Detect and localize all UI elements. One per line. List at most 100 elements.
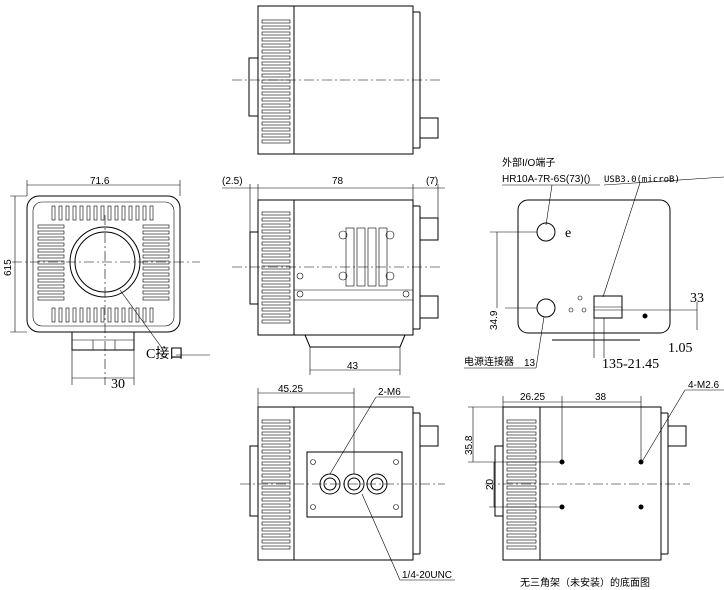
heatsink-fin: [37, 248, 65, 253]
dim-7: (7): [426, 176, 438, 187]
dim-13: 13: [524, 358, 536, 369]
heatsink-fin: [261, 49, 291, 54]
heatsink-fin: [86, 307, 91, 323]
heatsink-fin: [37, 224, 65, 229]
heatsink-fin: [72, 205, 77, 221]
heatsink-fin: [37, 296, 65, 301]
heatsink-fin: [142, 290, 170, 295]
heatsink-fin: [51, 205, 56, 221]
heatsink-fin: [261, 79, 291, 84]
heatsink-fin: [261, 229, 291, 234]
usb-label: USB3.0(microB): [604, 175, 680, 185]
heatsink-fin: [261, 533, 291, 538]
heatsink-fin: [506, 497, 537, 502]
heatsink-fin: [261, 479, 291, 484]
heatsink-fin: [261, 253, 291, 258]
dim-30: 30: [111, 377, 125, 392]
heatsink-fin: [506, 491, 537, 496]
heatsink-fin: [261, 497, 291, 502]
heatsink-fin: [261, 509, 291, 514]
heatsink-fin: [261, 211, 291, 216]
heatsink-fin: [261, 307, 291, 312]
heatsink-fin: [506, 449, 537, 454]
dim-2-5: (2.5): [222, 176, 243, 187]
heatsink-fin: [506, 431, 537, 436]
side-view-body: [257, 199, 414, 336]
heatsink-fin: [261, 473, 291, 478]
heatsink-fin: [506, 503, 537, 508]
heatsink-fin: [506, 509, 537, 514]
heatsink-fin: [261, 289, 291, 294]
heatsink-fin: [261, 97, 291, 102]
heatsink-fin: [506, 479, 537, 484]
heatsink-fin: [114, 205, 119, 221]
heatsink-fin: [261, 43, 291, 48]
heatsink-fin: [107, 307, 112, 323]
heatsink-fin: [149, 307, 154, 323]
thread-2-m6-label: 2-M6: [378, 387, 401, 398]
c-mount-label: C接口: [146, 345, 183, 362]
heatsink-fin: [261, 443, 291, 448]
tripod-thread-label: 1/4-20UNC: [402, 570, 452, 581]
heatsink-fin: [261, 91, 291, 96]
heatsink-fin: [93, 307, 98, 323]
heatsink-fin: [506, 539, 537, 544]
dim-43: 43: [347, 361, 359, 372]
tripod-plate: [306, 451, 403, 518]
heatsink-fin: [261, 115, 291, 120]
heatsink-fin: [100, 307, 105, 323]
heatsink-fin: [261, 301, 291, 306]
heatsink-fin: [506, 545, 537, 550]
heatsink-fin: [86, 205, 91, 221]
heatsink-fin: [114, 307, 119, 323]
heatsink-fin: [261, 491, 291, 496]
dim-34-9: 34.9: [489, 310, 500, 330]
heatsink-fin: [142, 278, 170, 283]
heatsink-fin: [261, 241, 291, 246]
heatsink-fin: [135, 205, 140, 221]
side-view: (2.5) 78 (7) 43: [222, 176, 445, 375]
bottom-view-tripod: 45.25 2-M6 1/4-20UNC: [240, 384, 455, 581]
bottom-caption: 无三角架（未安装）的底面图: [520, 576, 650, 589]
heatsink-fin: [58, 205, 63, 221]
heatsink-fin: [37, 236, 65, 241]
heatsink-fin: [261, 103, 291, 108]
heatsink-fin: [261, 37, 291, 42]
heatsink-fin: [79, 307, 84, 323]
heatsink-fin: [506, 455, 537, 460]
dim-35-8: 35.8: [464, 435, 475, 455]
heatsink-fin: [142, 205, 147, 221]
heatsink-fin: [261, 295, 291, 300]
heatsink-fin: [261, 545, 291, 550]
heatsink-fin: [37, 242, 65, 247]
heatsink-fin: [261, 223, 291, 228]
hirose-label: HR10A-7R-6S(73)(): [502, 174, 590, 185]
heatsink-fin: [37, 230, 65, 235]
letter-e: e: [565, 226, 571, 241]
heatsink-fin: [142, 224, 170, 229]
heatsink-fin: [261, 539, 291, 544]
heatsink-fin: [261, 127, 291, 132]
heatsink-fin: [506, 527, 537, 532]
heatsink-fin: [261, 109, 291, 114]
heatsink-fin: [261, 521, 291, 526]
heatsink-fin: [142, 272, 170, 277]
heatsink-fin: [261, 527, 291, 532]
heatsink-fin: [506, 419, 537, 424]
io-port: [536, 222, 556, 242]
heatsink-fin: [121, 205, 126, 221]
heatsink-fin: [142, 236, 170, 241]
heatsink-fin: [261, 133, 291, 138]
heatsink-fin: [506, 437, 537, 442]
heatsink-fin: [142, 242, 170, 247]
heatsink-fin: [142, 260, 170, 265]
heatsink-fin: [261, 419, 291, 424]
heatsink-fin: [37, 272, 65, 277]
heatsink-fin: [142, 266, 170, 271]
heatsink-fin: [121, 307, 126, 323]
dim-71-6: 71.6: [90, 176, 110, 187]
tripod-adapter: [71, 331, 135, 351]
dim-26-25: 26.25: [520, 392, 545, 403]
heatsink-fin: [261, 61, 291, 66]
